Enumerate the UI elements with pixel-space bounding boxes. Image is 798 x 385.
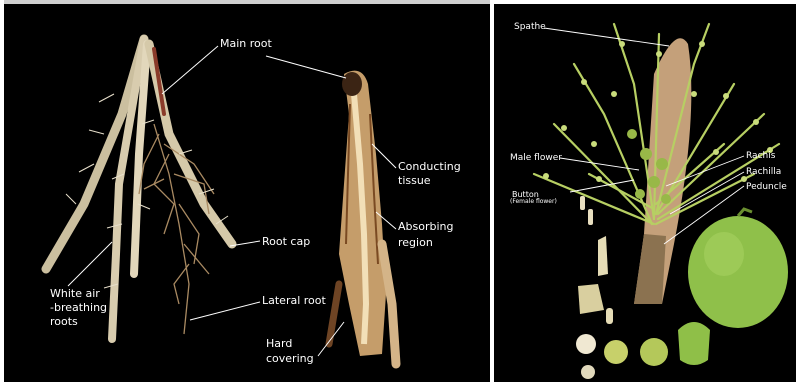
label-peduncle: Peduncle [746,181,787,194]
label-root-cap: Root cap [262,235,310,248]
label-female-flower: (Female flower) [510,198,557,205]
label-white-air-2: -breathing [50,301,107,314]
label-white-air-3: roots [50,315,78,328]
label-conducting-tissue-2: tissue [398,174,431,187]
root-section [329,71,396,364]
peduncle-shape [634,234,666,304]
label-rachis: Rachis [746,150,775,163]
label-hard-covering-1: Hard [266,337,292,350]
label-hard-covering-2: covering [266,352,314,365]
inflorescence-panel: Spathe Male flower Button (Female flower… [494,4,796,382]
label-white-air-1: White air [50,287,100,300]
label-conducting-tissue-1: Conducting [398,160,461,173]
label-main-root: Main root [220,37,272,50]
label-spathe: Spathe [514,21,546,34]
label-lateral-root: Lateral root [262,294,326,307]
label-male-flower: Male flower [510,152,562,165]
roots-panel: Main root Conducting tissue Absorbing re… [4,4,490,382]
label-absorbing-region-2: region [398,236,433,249]
coconut [688,216,788,328]
right-leader-lines [544,28,744,244]
label-absorbing-region-1: Absorbing [398,220,453,233]
label-rachilla: Rachilla [746,166,781,179]
